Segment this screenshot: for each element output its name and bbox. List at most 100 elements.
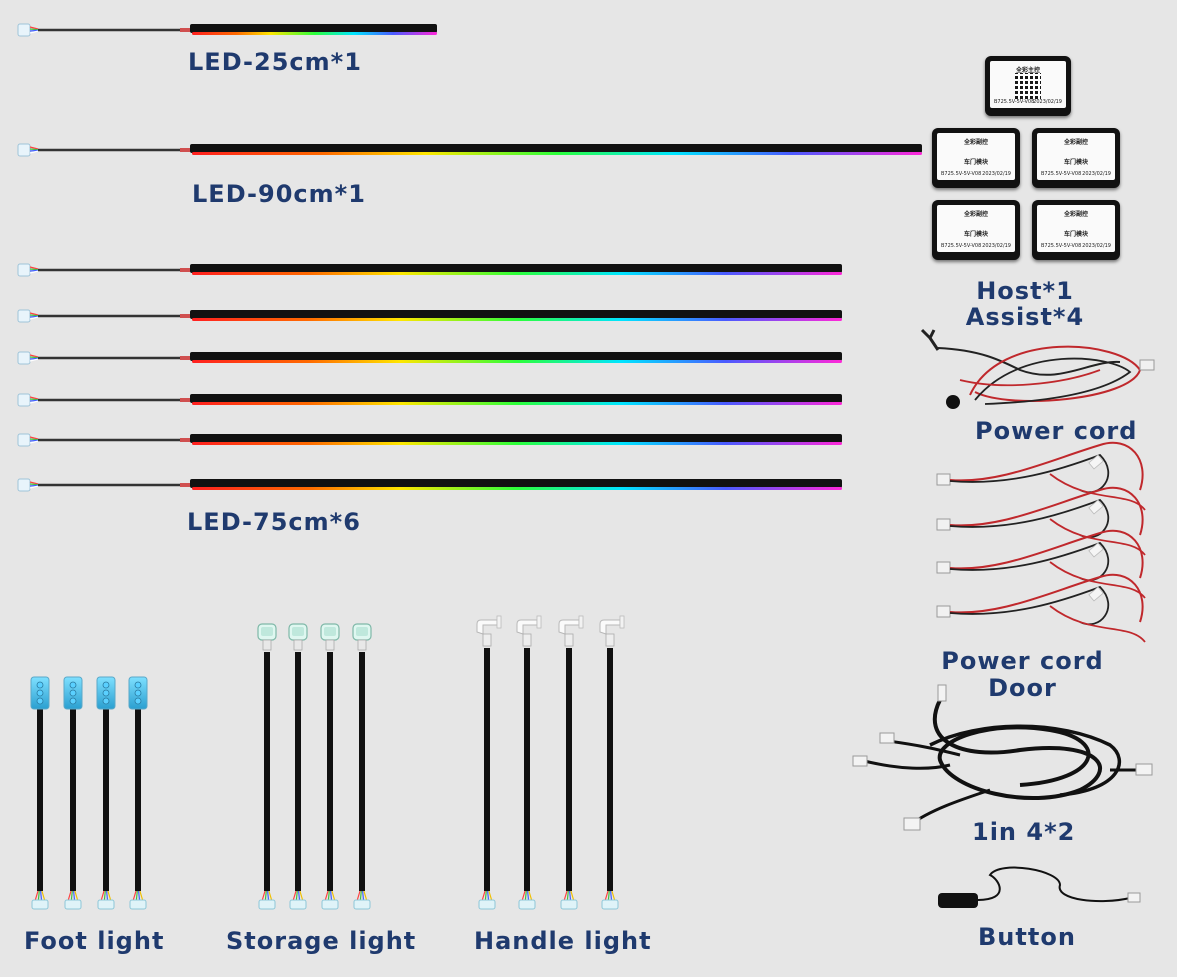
harness-plug: [852, 755, 868, 767]
assist-module: 全彩副控 车门模块 B725.5V-5V-V08 2023/02/19: [1032, 128, 1120, 188]
led-25cm-label: LED-25cm*1: [188, 48, 362, 76]
host-module-footer-right: 2023/02/19: [1033, 99, 1062, 105]
assist-module-title: 全彩副控: [963, 139, 988, 146]
cable: [949, 453, 1110, 494]
assist-module-footer-left: B725.5V-5V-V08: [941, 171, 982, 177]
power-cord-door-line2: Door: [988, 674, 1057, 702]
led-strip-75cm: [190, 310, 842, 319]
host-module-title: 全彩主控: [1015, 67, 1040, 74]
host-label-line1: Host*1: [976, 277, 1074, 305]
led-strip-75cm: [190, 264, 842, 273]
handle-light-head: [516, 619, 538, 635]
cable: [1049, 518, 1146, 556]
power-cord-door-line1: Power cord: [941, 647, 1104, 675]
strip-glow: [192, 402, 842, 405]
qr-code-icon: [1015, 73, 1041, 99]
foot-light-label: Foot light: [24, 927, 165, 955]
host-label-line2: Assist*4: [965, 303, 1085, 331]
strip-connector: [17, 23, 31, 37]
door-plug-connector: [936, 605, 951, 618]
cable: [949, 529, 1144, 579]
power-cord-label: Power cord: [975, 417, 1138, 445]
storage-light-label: Storage light: [226, 927, 417, 955]
assist-module-subtitle: 车门模块: [963, 231, 988, 238]
led-90cm-label: LED-90cm*1: [192, 180, 366, 208]
cable: [949, 585, 1110, 626]
handle-light-head: [476, 619, 498, 635]
door-plug-connector: [936, 561, 951, 574]
assist-module-title: 全彩副控: [1063, 139, 1088, 146]
assist-module-subtitle: 车门模块: [1063, 159, 1088, 166]
cable: [1049, 605, 1146, 643]
assist-module-title: 全彩副控: [1063, 211, 1088, 218]
assist-module-title: 全彩副控: [963, 211, 988, 218]
button-label: Button: [978, 923, 1076, 951]
light-connector: [353, 899, 371, 910]
assist-module: 全彩副控 车门模块 B725.5V-5V-V08 2023/02/19: [1032, 200, 1120, 260]
light-connector: [258, 899, 276, 910]
led-strip-25cm: [190, 24, 437, 33]
strip-connector: [17, 351, 31, 365]
assist-module-footer-right: 2023/02/19: [1082, 243, 1111, 249]
harness-plug: [879, 732, 895, 744]
one-in-four-label: 1in 4*2: [972, 818, 1076, 846]
host-label: Host*1 Assist*4: [955, 278, 1095, 330]
light-connector: [31, 899, 49, 910]
button-switch: [938, 893, 978, 908]
cable: [932, 699, 1102, 800]
strip-connector: [17, 143, 31, 157]
assist-module-footer-left: B725.5V-5V-V08: [1041, 171, 1082, 177]
cable: [929, 724, 1122, 797]
light-connector: [518, 899, 536, 910]
cable: [949, 573, 1144, 623]
strip-connector: [17, 393, 31, 407]
handle-light-head: [599, 619, 621, 635]
assist-module-footer-right: 2023/02/19: [982, 171, 1011, 177]
light-connector: [129, 899, 147, 910]
plug-connector: [1139, 359, 1155, 371]
light-connector: [601, 899, 619, 910]
cable: [859, 758, 951, 770]
handle-light-head: [558, 619, 580, 635]
strip-glow: [192, 442, 842, 445]
led-strip-75cm: [190, 394, 842, 403]
strip-glow: [192, 32, 437, 35]
cable: [977, 866, 1131, 903]
cable: [949, 486, 1144, 536]
assist-module-footer-right: 2023/02/19: [1082, 171, 1111, 177]
cable: [959, 369, 1101, 387]
assist-module-subtitle: 车门模块: [963, 159, 988, 166]
strip-glow: [192, 360, 842, 363]
led-strip-90cm: [190, 144, 922, 153]
led-strip-75cm: [190, 479, 842, 488]
assist-module: 全彩副控 车门模块 B725.5V-5V-V08 2023/02/19: [932, 200, 1020, 260]
assist-module-footer-right: 2023/02/19: [982, 243, 1011, 249]
cable: [937, 347, 1121, 376]
harness-plug: [1135, 763, 1153, 776]
light-connector: [478, 899, 496, 910]
harness-plug: [937, 684, 947, 702]
strip-connector: [17, 309, 31, 323]
strip-connector: [17, 263, 31, 277]
cable: [949, 498, 1110, 539]
strip-connector: [17, 478, 31, 492]
cable: [949, 441, 1144, 491]
button-plug: [1127, 892, 1141, 903]
door-plug-connector: [936, 473, 951, 486]
led-strip-75cm: [190, 352, 842, 361]
cable: [949, 541, 1110, 582]
cable: [974, 357, 1132, 405]
fuse-holder-icon: [946, 395, 960, 409]
strip-glow: [192, 272, 842, 275]
power-cord-door-label: Power cord Door: [935, 648, 1110, 702]
host-module: 全彩主控 B725.5V-5V-V08 2023/02/19: [985, 56, 1071, 116]
door-plug-connector: [936, 518, 951, 531]
led-strip-75cm: [190, 434, 842, 443]
assist-module: 全彩副控 车门模块 B725.5V-5V-V08 2023/02/19: [932, 128, 1020, 188]
strip-glow: [192, 152, 922, 155]
assist-module-subtitle: 车门模块: [1063, 231, 1088, 238]
assist-module-footer-left: B725.5V-5V-V08: [1041, 243, 1082, 249]
light-connector: [64, 899, 82, 910]
led-75cm-label: LED-75cm*6: [187, 508, 361, 536]
